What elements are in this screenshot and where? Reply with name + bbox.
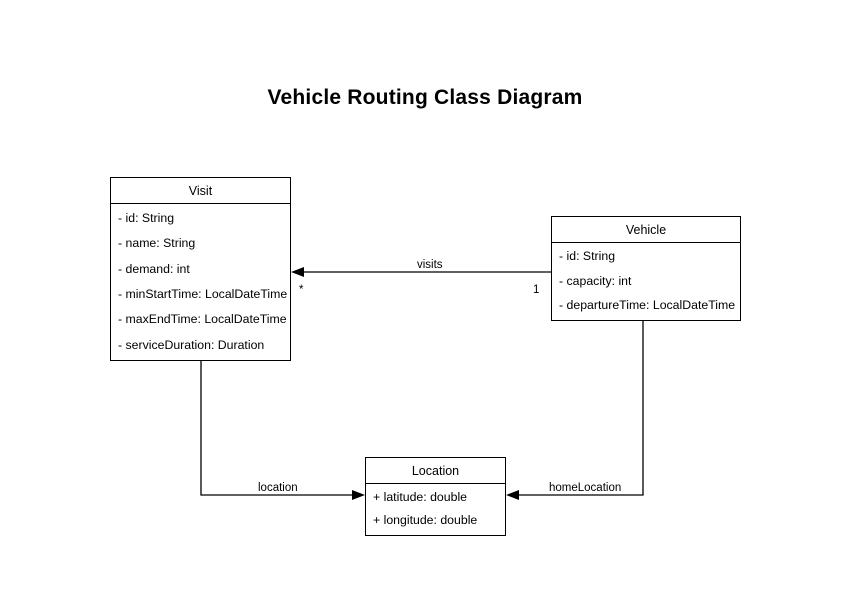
class-attribute: + longitude: double	[373, 513, 478, 528]
class-attribute: - id: String	[559, 249, 616, 264]
class-box-vehicle[interactable]: Vehicle - id: String - capacity: int - d…	[551, 216, 741, 321]
edge-location	[200, 361, 365, 500]
class-attribute: - departureTime: LocalDateTime	[559, 298, 736, 313]
class-name-vehicle: Vehicle	[552, 217, 740, 243]
page-title: Vehicle Routing Class Diagram	[267, 86, 583, 109]
class-name-visit: Visit	[111, 178, 290, 204]
class-box-visit[interactable]: Visit - id: String - name: String - dema…	[110, 177, 291, 361]
class-name-location: Location	[366, 458, 505, 484]
class-attribute: - id: String	[118, 210, 175, 225]
class-attributes-location: + latitude: double + longitude: double	[366, 484, 505, 535]
multiplicity-visits-target: *	[299, 284, 304, 296]
edge-visits	[291, 267, 551, 277]
class-attributes-vehicle: - id: String - capacity: int - departure…	[552, 243, 740, 320]
class-attribute: - serviceDuration: Duration	[118, 337, 265, 352]
class-attribute: - demand: int	[118, 261, 190, 276]
edge-home-location	[506, 321, 644, 500]
class-box-location[interactable]: Location + latitude: double + longitude:…	[365, 457, 506, 536]
class-attributes-visit: - id: String - name: String - demand: in…	[111, 204, 290, 360]
edge-label-home-location: homeLocation	[546, 482, 625, 494]
class-attribute: + latitude: double	[373, 489, 468, 504]
multiplicity-visits-source: 1	[533, 284, 540, 296]
edge-label-location: location	[255, 482, 301, 494]
class-attribute: - minStartTime: LocalDateTime	[118, 286, 288, 301]
class-attribute: - maxEndTime: LocalDateTime	[118, 312, 287, 327]
class-attribute: - name: String	[118, 236, 196, 251]
edge-label-visits: visits	[414, 259, 446, 271]
class-attribute: - capacity: int	[559, 273, 632, 288]
